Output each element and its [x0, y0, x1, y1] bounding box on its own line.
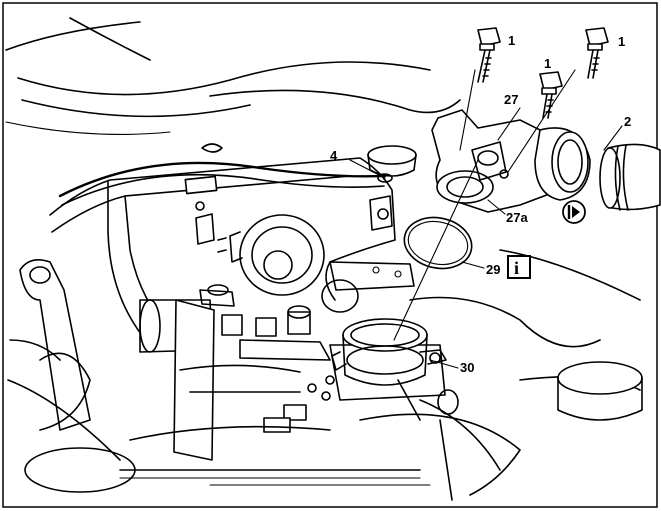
thermostat [329, 318, 459, 421]
left-arm [7, 259, 121, 461]
note-symbol-icon [562, 200, 586, 224]
info-icon: i [507, 255, 531, 279]
gasket-ring [403, 216, 473, 270]
mount-bracket [321, 261, 415, 313]
info-icon-glyph: i [514, 258, 519, 278]
callout-bolt-mid: 1 [544, 56, 551, 71]
lower-engine [24, 249, 641, 501]
callout-bolt-left: 1 [508, 33, 515, 48]
reservoir-cap [557, 361, 643, 421]
callout-thermostat: 30 [460, 360, 474, 375]
body-panel [5, 17, 461, 136]
bolt-left [477, 27, 501, 83]
pipe-cluster [139, 284, 335, 461]
callout-hose: 2 [624, 114, 631, 129]
leader-lines [349, 69, 623, 369]
callout-housing-variant: 27a [506, 210, 528, 225]
bolt-right [585, 27, 609, 79]
pulley-assembly [217, 214, 325, 296]
callout-hose-line: 4 [330, 148, 338, 163]
engine-cover [49, 143, 396, 346]
bolt-mid [539, 71, 563, 119]
thermostat-housing [431, 109, 591, 213]
callout-bolt-right: 1 [618, 34, 625, 49]
callout-gasket: 29 [486, 262, 500, 277]
callout-housing: 27 [504, 92, 518, 107]
coolant-hose [599, 143, 661, 211]
filler-cap [367, 145, 417, 183]
